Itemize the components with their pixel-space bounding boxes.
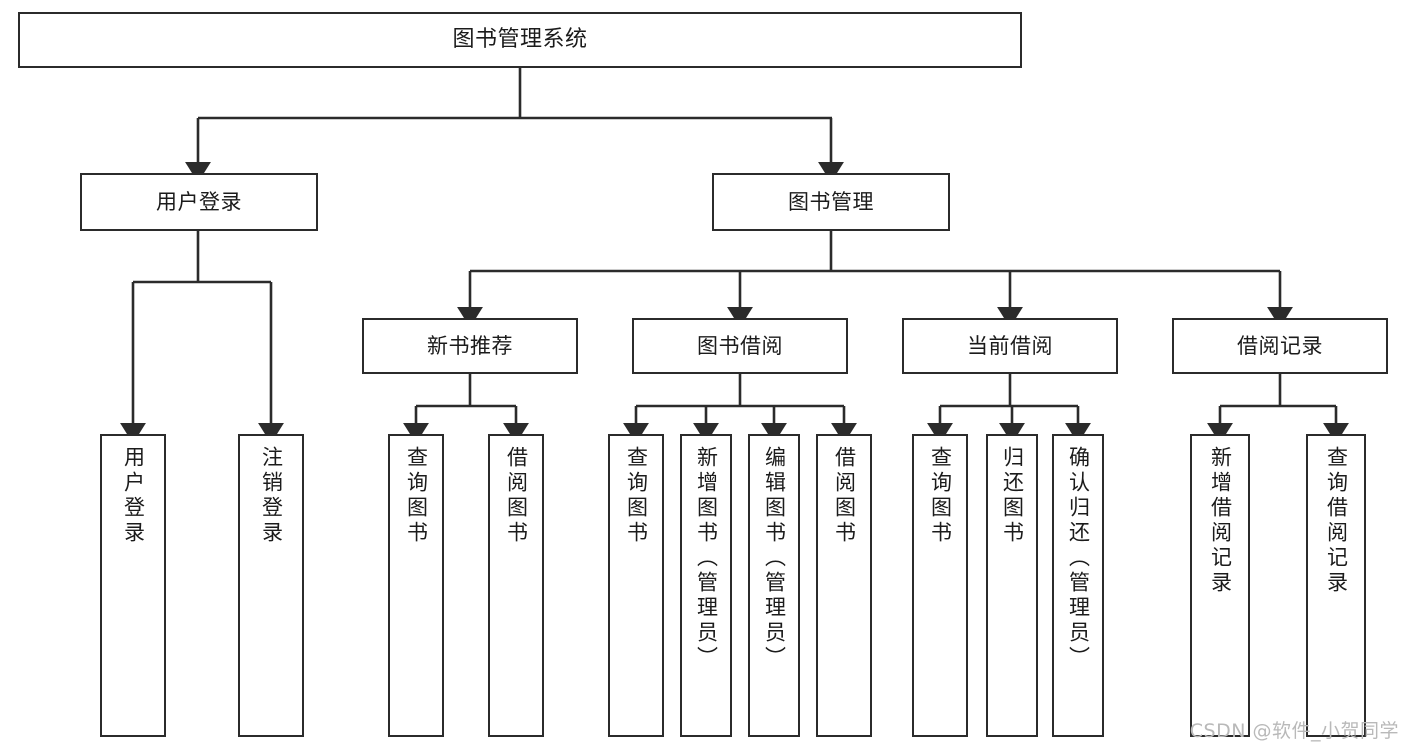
node-leaf-query-book-current[interactable]: 查询图书 — [912, 434, 968, 737]
node-leaf-add-borrow-record[interactable]: 新增借阅记录 — [1190, 434, 1250, 737]
node-borrow-record-label: 借阅记录 — [1237, 333, 1323, 358]
node-book-borrow-label: 图书借阅 — [697, 333, 783, 358]
node-leaf-user-login-label: 用户登录 — [121, 446, 146, 546]
node-current-borrow-label: 当前借阅 — [967, 333, 1053, 358]
node-user-login-label: 用户登录 — [156, 189, 242, 214]
node-leaf-user-logout[interactable]: 注销登录 — [238, 434, 304, 737]
node-leaf-query-borrow-record[interactable]: 查询借阅记录 — [1306, 434, 1366, 737]
node-book-manage-label: 图书管理 — [788, 189, 874, 214]
node-leaf-query-borrow-record-label: 查询借阅记录 — [1324, 446, 1349, 596]
node-leaf-query-book-recommend[interactable]: 查询图书 — [388, 434, 444, 737]
node-new-book-recommend[interactable]: 新书推荐 — [362, 318, 578, 374]
node-leaf-query-book-recommend-label: 查询图书 — [404, 446, 429, 546]
node-root-label: 图书管理系统 — [452, 27, 588, 53]
node-leaf-edit-book-admin[interactable]: 编辑图书（管理员） — [748, 434, 800, 737]
node-leaf-query-book-borrow-label: 查询图书 — [624, 446, 649, 546]
node-leaf-confirm-return-admin[interactable]: 确认归还（管理员） — [1052, 434, 1104, 737]
node-leaf-borrow-book-recommend-label: 借阅图书 — [504, 446, 529, 546]
node-leaf-edit-book-admin-label: 编辑图书（管理员） — [762, 446, 787, 671]
node-leaf-user-login[interactable]: 用户登录 — [100, 434, 166, 737]
node-leaf-add-book-admin[interactable]: 新增图书（管理员） — [680, 434, 732, 737]
node-book-manage[interactable]: 图书管理 — [712, 173, 950, 231]
node-leaf-borrow-book-label: 借阅图书 — [832, 446, 857, 546]
node-leaf-add-book-admin-label: 新增图书（管理员） — [694, 446, 719, 671]
node-leaf-borrow-book[interactable]: 借阅图书 — [816, 434, 872, 737]
node-leaf-user-logout-label: 注销登录 — [259, 446, 284, 546]
node-current-borrow[interactable]: 当前借阅 — [902, 318, 1118, 374]
node-user-login[interactable]: 用户登录 — [80, 173, 318, 231]
node-leaf-return-book-label: 归还图书 — [1000, 446, 1025, 546]
node-leaf-add-borrow-record-label: 新增借阅记录 — [1208, 446, 1233, 596]
node-leaf-query-book-borrow[interactable]: 查询图书 — [608, 434, 664, 737]
node-leaf-return-book[interactable]: 归还图书 — [986, 434, 1038, 737]
node-leaf-confirm-return-admin-label: 确认归还（管理员） — [1066, 446, 1091, 671]
node-new-book-recommend-label: 新书推荐 — [427, 333, 513, 358]
node-book-borrow[interactable]: 图书借阅 — [632, 318, 848, 374]
node-leaf-query-book-current-label: 查询图书 — [928, 446, 953, 546]
csdn-watermark: CSDN @软件_小贺同学 — [1189, 720, 1399, 742]
node-borrow-record[interactable]: 借阅记录 — [1172, 318, 1388, 374]
node-root-system[interactable]: 图书管理系统 — [18, 12, 1022, 68]
node-leaf-borrow-book-recommend[interactable]: 借阅图书 — [488, 434, 544, 737]
